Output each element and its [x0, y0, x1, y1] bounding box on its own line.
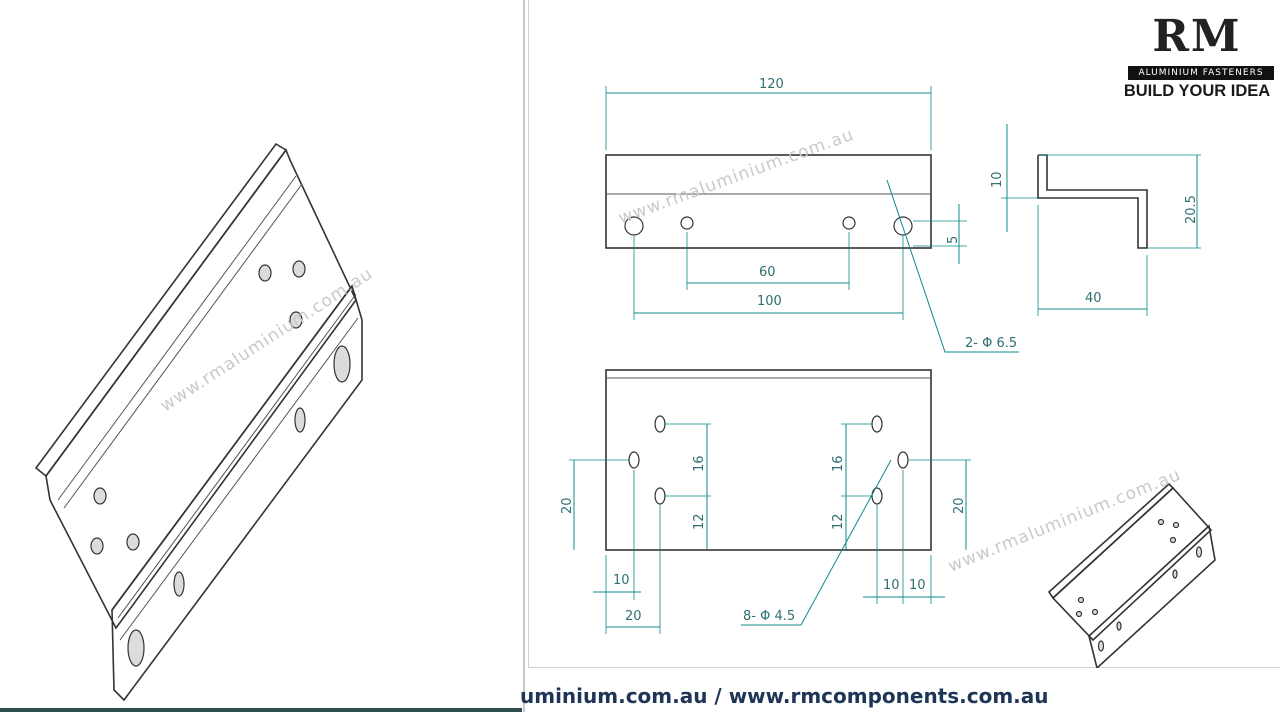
flange-slot [173, 571, 185, 597]
dim-right-x1: 10 [883, 578, 900, 593]
logo-band: ALUMINIUM FASTENERS [1128, 66, 1274, 80]
small-hole [871, 415, 883, 433]
dim-depth: 40 [1085, 291, 1102, 306]
dim-right-lower: 12 [831, 513, 846, 530]
dim-left-x2: 20 [625, 609, 642, 624]
dim-slot-pitch: 60 [759, 265, 776, 280]
front-flange [111, 284, 363, 702]
technical-drawing-frame: 120 60 100 5 2- Φ 6.5 www.rmaluminium.co… [528, 0, 1280, 668]
flange-slot [294, 407, 306, 433]
small-hole [871, 487, 883, 505]
web-hole [126, 533, 140, 551]
dim-edge-offset: 5 [946, 236, 961, 244]
front-view: 120 60 100 5 2- Φ 6.5 www.rmaluminium.co… [605, 77, 1019, 353]
dim-left-x1: 10 [613, 573, 630, 588]
small-hole [680, 216, 694, 230]
watermark-text: www.rmaluminium.com.au [616, 125, 857, 229]
isometric-bracket-drawing: www.rmaluminium.com.au [34, 142, 377, 702]
isometric-thumbnail: www.rmaluminium.com.au [945, 465, 1216, 668]
small-hole [654, 415, 666, 433]
panel-divider [523, 0, 525, 712]
side-profile-view: 10 20.5 40 [990, 124, 1201, 316]
small-hole [654, 487, 666, 505]
web-hole [93, 487, 107, 505]
technical-drawing: 120 60 100 5 2- Φ 6.5 www.rmaluminium.co… [560, 77, 1216, 668]
top-view-outline [605, 369, 932, 551]
callout-small-holes: 8- Φ 4.5 [743, 609, 795, 624]
dim-right-height: 20 [952, 497, 967, 514]
large-hole [624, 216, 644, 236]
dim-left-lower: 12 [692, 513, 707, 530]
flange-hole-large [127, 629, 145, 667]
small-hole [842, 216, 856, 230]
flange-hole-large [333, 345, 351, 383]
small-hole [897, 451, 909, 469]
dim-flange: 10 [990, 171, 1005, 188]
small-hole [628, 451, 640, 469]
dim-height: 20.5 [1184, 195, 1199, 224]
dim-length: 120 [759, 77, 784, 92]
dim-left-pitch: 16 [692, 455, 707, 472]
logo-tagline: BUILD YOUR IDEA [1123, 82, 1271, 100]
footer-url-text: uminium.com.au / www.rmcomponents.com.au [520, 684, 1049, 708]
dim-left-height: 20 [560, 497, 575, 514]
dim-right-pitch: 16 [831, 455, 846, 472]
watermark-text: www.rmaluminium.com.au [157, 264, 377, 416]
logo-letters: RM [1152, 11, 1242, 62]
watermark-text: www.rmaluminium.com.au [945, 465, 1184, 577]
web-hole [258, 264, 272, 282]
brand-logo: RM ALUMINIUM FASTENERS BUILD YOUR IDEA [1118, 8, 1276, 104]
profile-outline [1037, 154, 1148, 249]
bottom-accent-bar [0, 708, 522, 712]
top-view: 16 12 20 10 20 16 12 20 10 [560, 369, 971, 634]
front-view-outline [605, 154, 932, 249]
callout-large-holes: 2- Φ 6.5 [965, 336, 1017, 351]
dim-right-x2: 10 [909, 578, 926, 593]
web-hole [90, 537, 104, 555]
web-hole [292, 260, 306, 278]
isometric-view-panel: www.rmaluminium.com.au [0, 0, 522, 708]
dim-hole-pitch: 100 [757, 294, 782, 309]
web-hole [289, 311, 303, 329]
